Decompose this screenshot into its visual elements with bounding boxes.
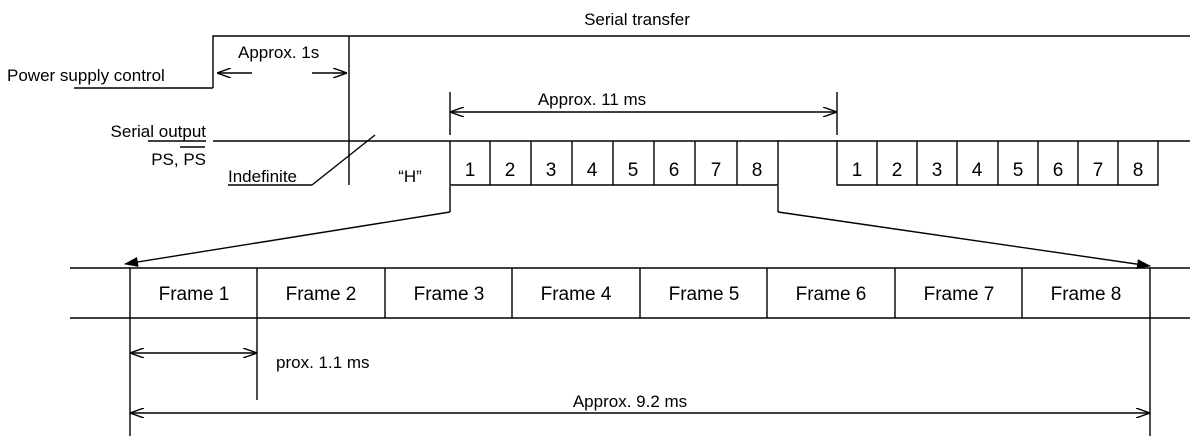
bit-cell: 1 (465, 160, 476, 181)
cycle-timing-label: Approx. 11 ms (538, 90, 646, 109)
bit-cell: 7 (1093, 160, 1104, 181)
bit-cell: 4 (972, 160, 983, 181)
frame-timing-label: prox. 1.1 ms (276, 353, 370, 372)
bit-cell: 1 (852, 160, 863, 181)
serial-output-sub-label: PS, PS (151, 150, 206, 169)
frame-cell: Frame 3 (414, 284, 485, 305)
bit-cell: 4 (587, 160, 598, 181)
bit-cell: 5 (628, 160, 639, 181)
bit-cell: 8 (1133, 160, 1144, 181)
bit-cell: 6 (1053, 160, 1064, 181)
power-supply-label: Power supply control (7, 66, 165, 85)
expand-arrow-right (777, 211, 1151, 270)
frame-cell: Frame 6 (796, 284, 867, 305)
bit-cell: 3 (932, 160, 943, 181)
bit-cell: 2 (892, 160, 903, 181)
frame-timing: prox. 1.1 ms Approx. 9.2 ms (129, 318, 1151, 436)
power-supply-signal: Power supply control Approx. 1s (7, 35, 1190, 185)
frame-cell: Frame 2 (286, 284, 357, 305)
frame-cell: Frame 5 (669, 284, 740, 305)
bit-cell: 8 (752, 160, 763, 181)
power-delay-label: Approx. 1s (238, 43, 319, 62)
serial-output-label: Serial output (111, 122, 207, 141)
serial-output-signal: Serial output PS, PS Indefinite “H” Appr… (111, 90, 1190, 186)
indefinite-label: Indefinite (228, 167, 297, 186)
high-state-label: “H” (398, 167, 422, 186)
expand-arrow-left (124, 211, 451, 267)
diagram-title: Serial transfer (584, 10, 690, 29)
frame-cell: Frame 1 (159, 284, 230, 305)
frame-cell: Frame 7 (924, 284, 995, 305)
bit-cell: 6 (669, 160, 680, 181)
frame-cell: Frame 4 (541, 284, 612, 305)
total-timing-label: Approx. 9.2 ms (573, 392, 687, 411)
frame-cell: Frame 8 (1051, 284, 1122, 305)
bit-cell: 2 (505, 160, 516, 181)
frame-row: Frame 1 Frame 2 Frame 3 Frame 4 Frame 5 … (70, 267, 1190, 319)
bit-cell: 5 (1013, 160, 1024, 181)
bit-cell: 7 (711, 160, 722, 181)
bit-cell: 3 (546, 160, 557, 181)
indefinite-transition (311, 134, 376, 186)
